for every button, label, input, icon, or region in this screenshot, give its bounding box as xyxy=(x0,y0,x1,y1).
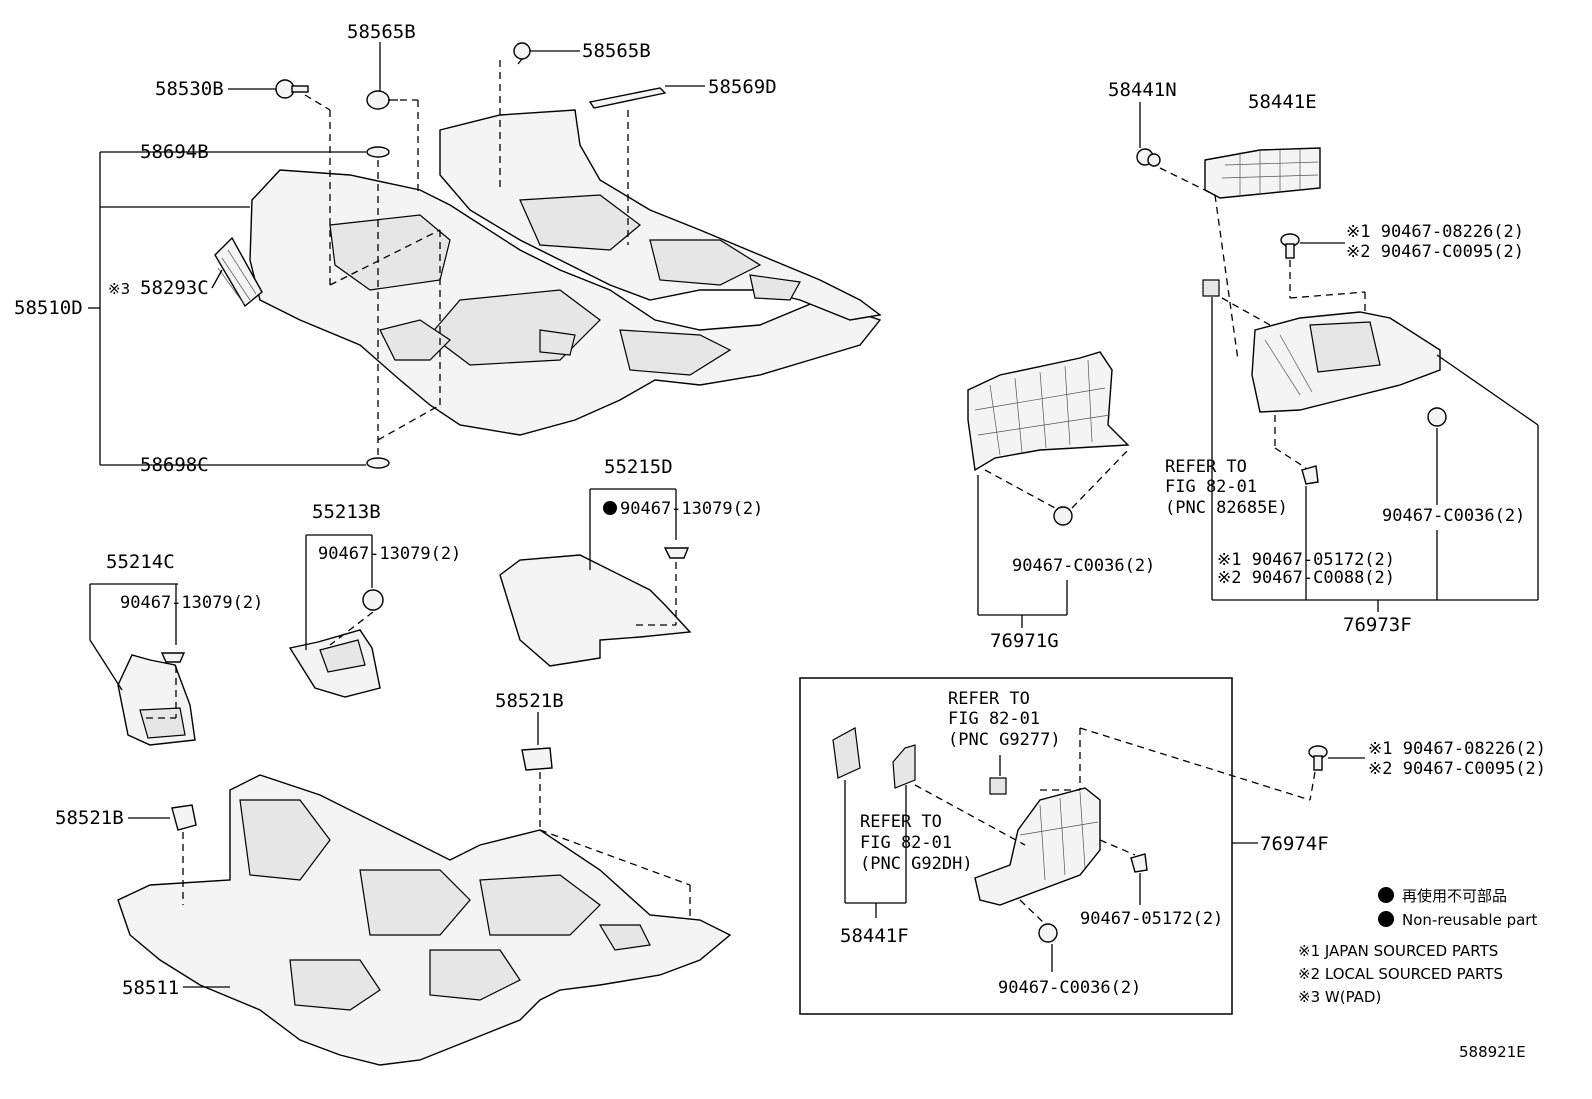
plate-58569D[interactable] xyxy=(588,87,667,109)
label-clip-low-2: ※2 90467-C0095(2) xyxy=(1368,759,1546,779)
label-refer-b-3: (PNC G9277) xyxy=(948,730,1061,750)
label-clip-top-1: ※1 90467-08226(2) xyxy=(1346,222,1524,242)
label-58698C: 58698C xyxy=(140,454,209,476)
pad-58441F-a[interactable] xyxy=(832,727,861,779)
label-58694B: 58694B xyxy=(140,141,209,163)
figure-id: 588921E xyxy=(1459,1043,1526,1061)
label-58565B-a: 58565B xyxy=(347,21,416,43)
clip-top-90467-08226[interactable] xyxy=(1280,233,1300,259)
grommet-58698C[interactable] xyxy=(366,457,390,469)
label-refer-c-1: REFER TO xyxy=(860,812,942,832)
label-clip-top-2: ※2 90467-C0095(2) xyxy=(1346,242,1524,262)
label-76974F: 76974F xyxy=(1260,833,1329,855)
label-c0088-2: ※2 90467-C0088(2) xyxy=(1217,568,1395,588)
label-c0036-box: 90467-C0036(2) xyxy=(998,978,1141,998)
label-55214C: 55214C xyxy=(106,551,175,573)
pad-82685E[interactable] xyxy=(1202,279,1220,297)
grommet-58694B[interactable] xyxy=(366,146,390,158)
trim-76971G[interactable] xyxy=(967,351,1130,472)
silencer-pad-55214C[interactable] xyxy=(117,654,196,746)
non-reusable-dot xyxy=(603,501,617,515)
label-58530B: 58530B xyxy=(155,78,224,100)
label-58521B-a: 58521B xyxy=(495,690,564,712)
legend-note2: ※2 LOCAL SOURCED PARTS xyxy=(1298,965,1503,983)
label-c0036-right: 90467-C0036(2) xyxy=(1382,506,1525,526)
label-58293C-mark: ※3 xyxy=(108,280,130,298)
legend-non-reusable-jp: 再使用不可部品 xyxy=(1402,887,1507,905)
label-refer-b-1: REFER TO xyxy=(948,689,1030,709)
trim-58441E[interactable] xyxy=(1204,147,1321,199)
clip-c0036-box[interactable] xyxy=(1038,923,1058,943)
clip-05172-right[interactable] xyxy=(1301,465,1319,485)
label-55214C-clip: 90467-13079(2) xyxy=(120,593,263,613)
label-55215D-clip: 90467-13079(2) xyxy=(620,499,763,519)
clip-05172-box[interactable] xyxy=(1130,853,1148,873)
label-58565B-b: 58565B xyxy=(582,40,651,62)
label-58510D: 58510D xyxy=(14,297,83,319)
label-clip-low-1: ※1 90467-08226(2) xyxy=(1368,739,1546,759)
clip-58565B-right[interactable] xyxy=(513,42,531,65)
front-floor-carpet-right-half[interactable] xyxy=(439,109,882,321)
label-58441N: 58441N xyxy=(1108,79,1177,101)
trim-76974F[interactable] xyxy=(974,787,1101,906)
silencer-pad-55213B[interactable] xyxy=(288,629,381,698)
legend-non-reusable-en: Non-reusable part xyxy=(1402,911,1537,929)
clip-55215D[interactable] xyxy=(663,547,690,559)
clip-58441N[interactable] xyxy=(1136,148,1161,167)
assembly-box-76974F xyxy=(799,677,1233,1015)
label-55213B-clip: 90467-13079(2) xyxy=(318,544,461,564)
label-refer-a-1: REFER TO xyxy=(1165,457,1247,477)
pad-G9277[interactable] xyxy=(989,777,1007,795)
pad-58441F-b[interactable] xyxy=(892,744,916,789)
trim-76973F[interactable] xyxy=(1251,311,1441,413)
label-55215D: 55215D xyxy=(604,456,673,478)
clip-58565B-left[interactable] xyxy=(366,90,398,110)
label-refer-a-2: FIG 82-01 xyxy=(1165,477,1257,497)
pad-58293C[interactable] xyxy=(214,236,263,308)
label-05172-1: ※1 90467-05172(2) xyxy=(1217,550,1395,570)
floor-carpet-58511[interactable] xyxy=(117,774,732,1066)
clip-58521B-right[interactable] xyxy=(521,747,553,771)
label-58441E: 58441E xyxy=(1248,91,1317,113)
legend-note1: ※1 JAPAN SOURCED PARTS xyxy=(1298,942,1498,960)
label-refer-a-3: (PNC 82685E) xyxy=(1165,498,1288,518)
clip-58521B-left[interactable] xyxy=(171,804,197,831)
legend-note3: ※3 W(PAD) xyxy=(1298,988,1381,1006)
label-55213B: 55213B xyxy=(312,501,381,523)
silencer-pad-55215D[interactable] xyxy=(499,554,692,667)
label-58293C: 58293C xyxy=(140,277,209,299)
label-58521B-b: 58521B xyxy=(55,807,124,829)
legend-dot-en xyxy=(1378,911,1394,927)
clip-55213B[interactable] xyxy=(362,589,384,611)
clip-c0036-mid[interactable] xyxy=(1053,506,1073,526)
label-58511: 58511 xyxy=(122,977,179,999)
clip-c0036-right[interactable] xyxy=(1427,407,1447,427)
label-05172-box: 90467-05172(2) xyxy=(1080,909,1223,929)
label-76973F: 76973F xyxy=(1343,614,1412,636)
bolt-58530B[interactable] xyxy=(275,79,309,99)
label-refer-c-3: (PNC G92DH) xyxy=(860,854,973,874)
label-refer-c-2: FIG 82-01 xyxy=(860,833,952,853)
label-c0036-mid: 90467-C0036(2) xyxy=(1012,556,1155,576)
label-58441F: 58441F xyxy=(840,925,909,947)
legend-dot-jp xyxy=(1378,887,1394,903)
label-76971G: 76971G xyxy=(990,630,1059,652)
clip-55214C[interactable] xyxy=(160,652,186,663)
label-refer-b-2: FIG 82-01 xyxy=(948,709,1040,729)
label-58569D: 58569D xyxy=(708,76,777,98)
clip-low-90467-08226[interactable] xyxy=(1308,745,1328,771)
